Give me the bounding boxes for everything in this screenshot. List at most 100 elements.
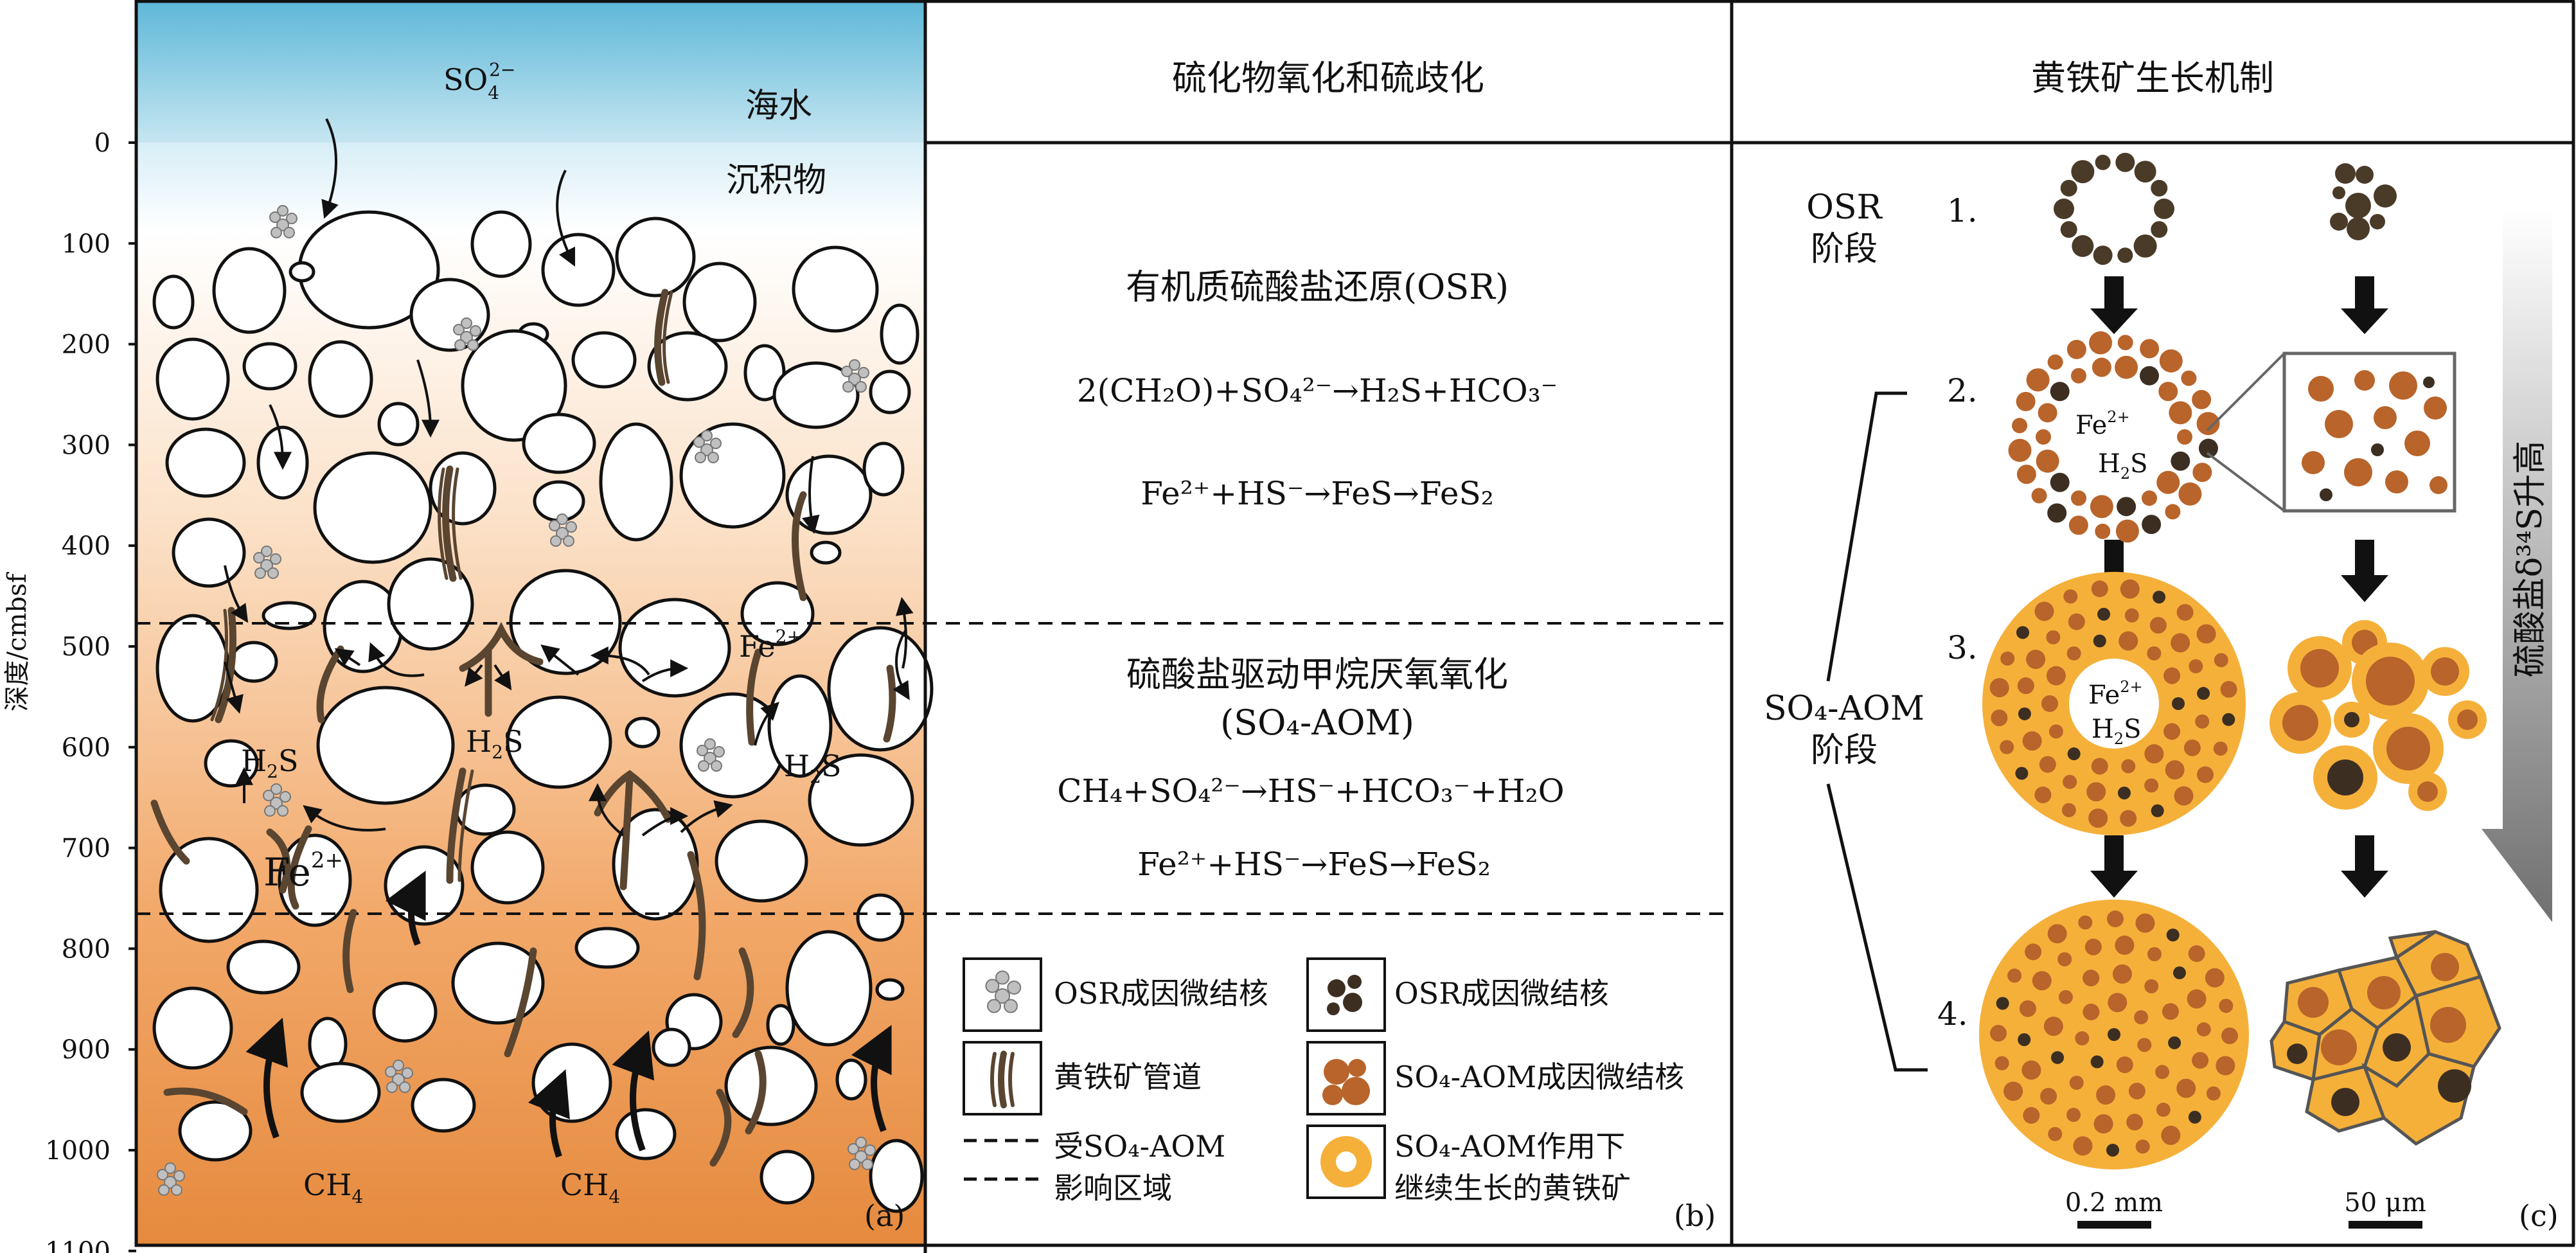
aom-title-2: (SO₄-AOM) [1220, 702, 1414, 743]
gray-nucleus-dot [855, 1137, 867, 1148]
disk4-dot [2128, 1082, 2145, 1099]
aom-ring-dot [2115, 519, 2139, 543]
disk4-dot [2135, 913, 2155, 933]
ring3-dot [2067, 747, 2081, 761]
seawater-label: 海水 [745, 87, 812, 125]
disk4-dot [2126, 1114, 2144, 1131]
ring3-dot [2063, 589, 2078, 604]
disk4-dot [2155, 1065, 2170, 1080]
gray-nucleus-dot [277, 805, 289, 817]
ring3-dot [2091, 758, 2108, 775]
osr-ring-dot [2117, 247, 2133, 263]
gray-nucleus-dot [849, 359, 860, 371]
gray-nucleus-dot [704, 752, 716, 765]
aom-ring-dot [2178, 482, 2202, 506]
ring3-dot [2163, 723, 2181, 740]
aom-ring-dot [2142, 515, 2162, 535]
ring3-dot [2147, 646, 2162, 661]
fe2-label-upper: Fe2+ [739, 626, 802, 664]
legend-overgrowth-2: 继续生长的黄铁矿 [1394, 1171, 1631, 1205]
gray-nucleus-dot [549, 520, 560, 531]
aom-ring-dot [2192, 463, 2212, 483]
disk4-dot [2108, 993, 2127, 1013]
legend-aom-nucleus: SO₄-AOM成因微结核 [1394, 1060, 1684, 1094]
legend-pyrite-conduit: 黄铁矿管道 [1054, 1060, 1202, 1094]
aom-ring-dot [2159, 349, 2183, 373]
disk4-dot [2057, 952, 2072, 966]
ring3-dot [2046, 630, 2061, 644]
disk4-dot [2144, 979, 2159, 993]
osr-stage-label-1: OSR [1806, 188, 1883, 227]
aom-ring-dot [2031, 488, 2047, 504]
y-tick-label: 900 [62, 1035, 111, 1065]
ring3-dot [2165, 760, 2185, 780]
aom-stage-label-1: SO₄-AOM [1764, 689, 1924, 728]
aom-ring-step3-nuclei [1989, 579, 2237, 828]
panel-c: 黄铁矿生长机制 OSR 阶段 SO₄-AOM 阶段 1. 2. 3. 4. Fe… [1764, 58, 2559, 1233]
sediment-label: 沉积物 [726, 161, 826, 200]
ring3-dot [2061, 803, 2076, 817]
ring3-dot [2093, 634, 2106, 648]
osr-ring-dot [2071, 160, 2095, 184]
ring3-dot [2149, 617, 2167, 634]
ring3-dot [2172, 697, 2185, 710]
ring3-dot [2046, 666, 2066, 686]
gray-nucleus-dot [260, 559, 273, 572]
aom-ring-dot [2140, 366, 2159, 386]
ring3-dot [2196, 766, 2214, 783]
disk4-dot [2032, 971, 2052, 991]
disk4-dot [2188, 945, 2205, 963]
disk4-dot [2192, 1052, 2209, 1069]
osr-ring-dot [2151, 179, 2168, 197]
disk4-dot [2205, 968, 2225, 988]
aom-ring-dot [2012, 418, 2028, 434]
osr-ring-dot [2093, 245, 2113, 265]
gray-nucleus-dot [271, 783, 282, 795]
disk4-dot [2047, 924, 2067, 944]
y-tick-label: 1100 [45, 1237, 111, 1253]
disk4-dot [2051, 1051, 2065, 1064]
gray-nucleus-dot [858, 367, 869, 378]
gray-nucleus-dot [848, 373, 861, 386]
aom-ring-dot [2165, 504, 2181, 520]
aom-ring-dot [2117, 335, 2133, 351]
osr-title: 有机质硫酸盐还原(OSR) [1126, 267, 1509, 307]
gray-nucleus-dot [270, 797, 283, 810]
ring3-dot [2121, 759, 2136, 774]
aom-ring-dot [2158, 382, 2178, 402]
ring3-dot [2124, 608, 2139, 623]
osr-small-cluster [2330, 163, 2397, 240]
fe2-c-step2: Fe2+ [2075, 408, 2130, 440]
ring3-dot [2066, 646, 2081, 661]
gray-nucleus-dot [283, 227, 295, 238]
disk4-dot [2083, 970, 2100, 987]
disk4-dot [2108, 1028, 2120, 1041]
aom-ring-dot [2090, 495, 2113, 519]
disk4-dot [2187, 989, 2207, 1009]
disk4-dot [2066, 1108, 2081, 1123]
gray-nucleus-dot [386, 1081, 398, 1093]
disk4-dot [1994, 1056, 2009, 1071]
gray-nucleus-dot [710, 438, 722, 449]
disk4-dot [2219, 999, 2234, 1013]
aom-ring-dot [2089, 331, 2113, 355]
aom-ring-dot [2071, 490, 2086, 506]
diffusion-arrows [224, 118, 914, 837]
disk4-dot [2007, 968, 2022, 983]
aom-ring-dot [2169, 401, 2192, 425]
osr-framboid-ring [2054, 152, 2174, 265]
disk4-dot [2043, 1017, 2063, 1036]
h2s-label-3: H2S [784, 749, 841, 787]
aom-ring-dot [2092, 357, 2111, 377]
disk4-dot [2112, 964, 2132, 984]
disk4-dot [2106, 911, 2124, 928]
disk4-dot [2166, 929, 2180, 942]
panel-a-label: (a) [864, 1198, 905, 1233]
aom-ring-dot [2036, 449, 2059, 473]
aom-overgrowth-cluster [2270, 620, 2487, 811]
gray-nucleus-dot [280, 791, 291, 803]
ring3-dot [1991, 709, 2008, 727]
aom-ring-dot [2177, 429, 2192, 445]
disk4-dot [2106, 1143, 2120, 1157]
panel-c-header: 黄铁矿生长机制 [2031, 58, 2274, 98]
